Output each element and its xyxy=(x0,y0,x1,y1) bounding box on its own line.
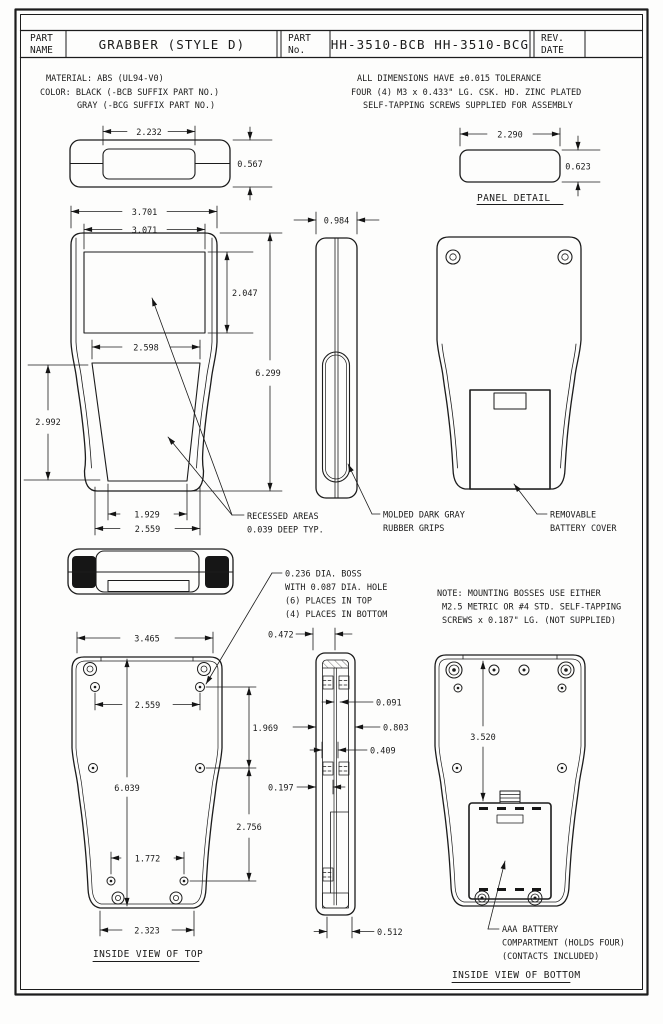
inside-top-label: INSIDE VIEW OF TOP xyxy=(93,949,203,960)
part-name-label-line1: PART xyxy=(30,33,53,44)
screw-hole-icon xyxy=(445,249,573,265)
battery-contact-slots xyxy=(479,807,541,891)
part-name-label-line2: NAME xyxy=(30,45,53,56)
dim-section-c: 0.409 xyxy=(370,747,396,757)
callout-battery-cover-2: BATTERY COVER xyxy=(550,524,617,534)
dim-section-b: 0.803 xyxy=(383,724,409,734)
panel-detail-label: PANEL DETAIL xyxy=(477,193,550,204)
page-border xyxy=(14,8,649,996)
dim-end-top-height: 0.567 xyxy=(237,160,263,170)
dim-inside-bottom-boss-height: 3.520 xyxy=(470,733,496,743)
callout-battery-cover-1: REMOVABLE xyxy=(550,511,596,521)
internal-boss-hidden-lines xyxy=(322,675,350,882)
lower-recess xyxy=(91,362,201,482)
callout-battery-comp-3: (CONTACTS INCLUDED) xyxy=(502,952,599,962)
dim-panel-height: 0.623 xyxy=(565,163,591,173)
section-view: 0.472 0.091 0.803 0.409 0.197 0.512 xyxy=(268,627,409,939)
display-recess xyxy=(83,251,206,334)
mounting-note: NOTE: MOUNTING BOSSES USE EITHER M2.5 ME… xyxy=(437,589,621,626)
battery-latch xyxy=(499,790,521,804)
dim-boss-vert-2: 2.756 xyxy=(236,823,262,833)
note-mounting-2: M2.5 METRIC OR #4 STD. SELF-TAPPING xyxy=(442,603,621,613)
date-label: DATE xyxy=(541,45,564,56)
dim-front-height: 6.299 xyxy=(255,369,281,379)
mounting-boss-icon xyxy=(88,682,205,905)
part-no-value: HH-3510-BCB HH-3510-BCG xyxy=(331,37,529,52)
mounting-boss-icon xyxy=(452,664,567,773)
note-mounting-3: SCREWS x 0.187" LG. (NOT SUPPLIED) xyxy=(442,616,616,626)
side-view: 0.984 MOLDED DARK GRAY RUBBER GRIPS xyxy=(293,211,465,534)
inside-bottom-view: 3.520 AAA BATTERY COMPARTMENT (HOLDS FOU… xyxy=(434,654,625,983)
dim-front-recess-width: 2.559 xyxy=(135,525,161,535)
general-notes: MATERIAL: ABS (UL94-V0) COLOR: BLACK (-B… xyxy=(40,74,581,111)
note-screws-2: SELF-TAPPING SCREWS SUPPLIED FOR ASSEMBL… xyxy=(363,101,573,111)
dim-section-bottom: 0.512 xyxy=(377,928,403,938)
back-view: REMOVABLE BATTERY COVER xyxy=(436,236,617,534)
battery-compartment xyxy=(468,802,552,900)
screw-hole-icon xyxy=(83,662,211,676)
callout-grips-2: RUBBER GRIPS xyxy=(383,524,444,534)
dim-section-d: 0.197 xyxy=(268,784,294,794)
dim-panel-width: 2.290 xyxy=(497,131,523,141)
dim-front-recess-bottom-width: 1.929 xyxy=(134,511,160,521)
end-view-bottom xyxy=(67,548,234,595)
rubber-grip-ribs xyxy=(321,351,351,483)
part-name-value: GRABBER (STYLE D) xyxy=(99,37,246,52)
callout-battery-comp-2: COMPARTMENT (HOLDS FOUR) xyxy=(502,939,625,949)
note-material: MATERIAL: ABS (UL94-V0) xyxy=(46,74,164,84)
dim-inside-top-width: 3.465 xyxy=(134,635,160,645)
note-tolerance: ALL DIMENSIONS HAVE ±0.015 TOLERANCE xyxy=(357,74,541,84)
inside-bottom-label: INSIDE VIEW OF BOTTOM xyxy=(452,970,581,981)
dim-end-top-width: 2.232 xyxy=(136,128,162,138)
dim-boss-span-top: 2.559 xyxy=(135,701,161,711)
callout-grips-1: MOLDED DARK GRAY xyxy=(383,511,465,521)
screw-hole-icon xyxy=(445,661,575,679)
dim-boss-span-bottom: 1.772 xyxy=(135,855,161,865)
part-no-label-line2: No. xyxy=(288,45,305,56)
dim-front-outer-width: 3.701 xyxy=(132,208,158,218)
note-boss-3: (6) PLACES IN TOP xyxy=(285,597,372,607)
callout-battery-comp-1: AAA BATTERY xyxy=(502,925,558,935)
dim-front-recess-top-width: 2.598 xyxy=(133,344,159,354)
dim-front-window-height: 2.047 xyxy=(232,289,258,299)
callout-recessed-1: RECESSED AREAS xyxy=(247,512,319,522)
dim-front-lower-height: 2.992 xyxy=(35,418,61,428)
dim-front-window-width: 3.071 xyxy=(132,226,158,236)
dim-inside-top-bottom-width: 2.323 xyxy=(134,927,160,937)
front-view: 3.701 3.071 2.047 2.598 2.992 6.299 1.92… xyxy=(23,205,324,536)
note-boss-4: (4) PLACES IN BOTTOM xyxy=(285,610,387,620)
boss-note: 0.236 DIA. BOSS WITH 0.087 DIA. HOLE (6)… xyxy=(205,570,387,685)
end-view-top: 2.232 0.567 xyxy=(69,125,273,201)
dim-section-a: 0.091 xyxy=(376,699,402,709)
dim-side-width: 0.984 xyxy=(324,217,350,227)
note-boss-2: WITH 0.087 DIA. HOLE xyxy=(285,583,387,593)
dim-inside-top-height: 6.039 xyxy=(114,784,140,794)
part-no-label-line1: PART xyxy=(288,33,311,44)
callout-recessed-2: 0.039 DEEP TYP. xyxy=(247,526,324,536)
panel-detail-view: 2.290 0.623 PANEL DETAIL xyxy=(459,127,601,205)
title-block: PART NAME GRABBER (STYLE D) PART No. HH-… xyxy=(19,29,644,59)
dim-section-top: 0.472 xyxy=(268,631,294,641)
note-color-2: GRAY (-BCG SUFFIX PART NO.) xyxy=(77,101,215,111)
screw-hole-icon xyxy=(474,890,543,906)
note-boss-1: 0.236 DIA. BOSS xyxy=(285,570,362,580)
note-screws-1: FOUR (4) M3 x 0.433" LG. CSK. HD. ZINC P… xyxy=(351,88,581,98)
battery-cover-grip xyxy=(493,392,527,410)
battery-cover xyxy=(469,389,551,490)
dim-boss-vert-1: 1.969 xyxy=(253,724,279,734)
note-color-1: COLOR: BLACK (-BCB SUFFIX PART NO.) xyxy=(40,88,219,98)
note-mounting-1: NOTE: MOUNTING BOSSES USE EITHER xyxy=(437,589,602,599)
rev-label: REV. xyxy=(541,33,564,44)
inside-top-view: 3.465 2.559 1.969 6.039 2.756 1.772 2.32… xyxy=(71,631,279,962)
